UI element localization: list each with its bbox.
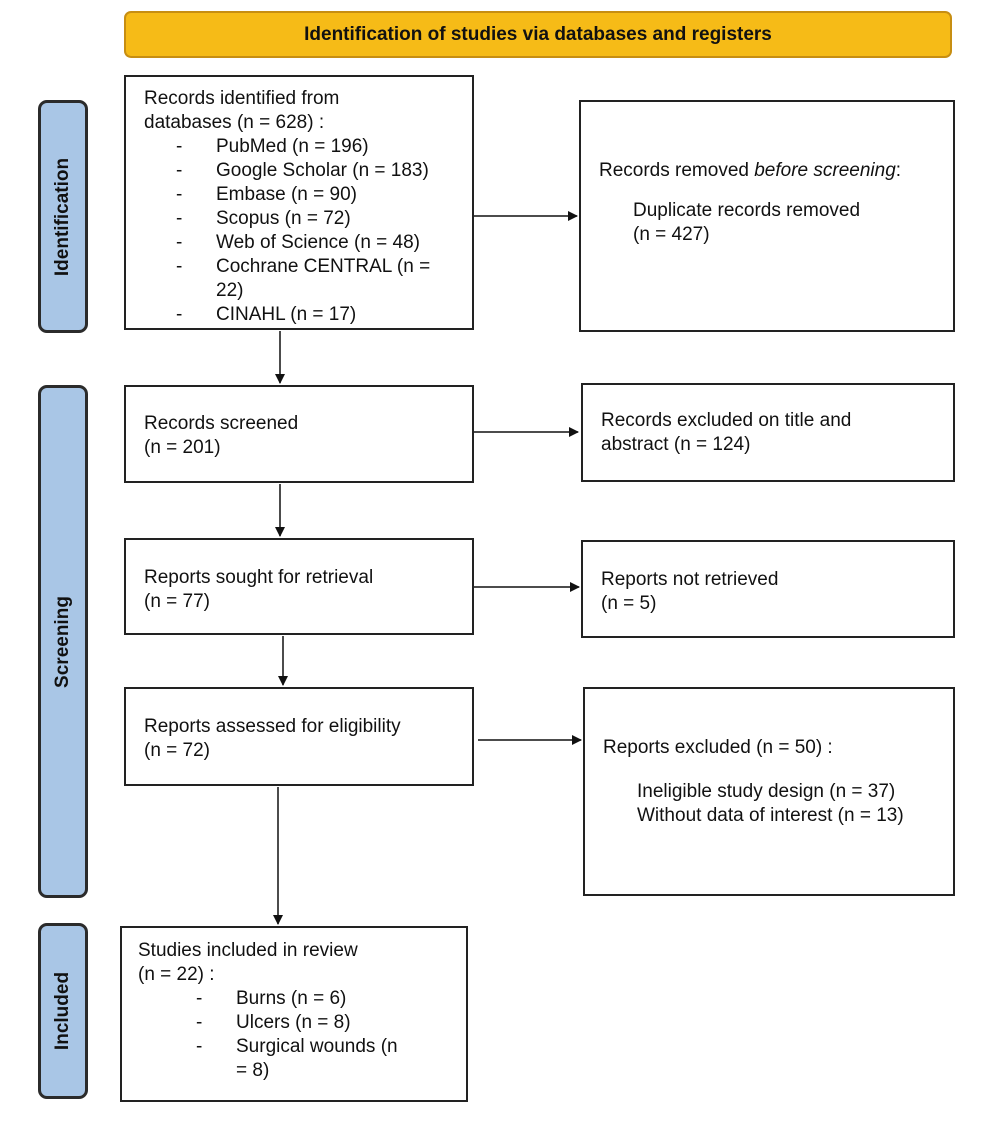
records-identified-line2: databases (n = 628) : — [144, 112, 325, 133]
reports-not-retrieved-line1: Reports not retrieved — [601, 569, 779, 590]
reports-sought-line1: Reports sought for retrieval — [144, 567, 374, 588]
records-removed-box: Records removed before screening: Duplic… — [579, 100, 955, 332]
records-excluded-line2: abstract (n = 124) — [601, 434, 751, 455]
exclusion-reasons: Ineligible study design (n = 37) Without… — [603, 780, 943, 828]
exclusion-reason: Without data of interest (n = 13) — [637, 805, 904, 826]
header-banner: Identification of studies via databases … — [124, 11, 952, 58]
database-item: -CINAHL (n = 17) — [176, 304, 357, 325]
reports-assessed-line2: (n = 72) — [144, 740, 211, 761]
wound-type-item: -Surgical wounds (n = 8) — [196, 1036, 398, 1081]
duplicates-removed: Duplicate records removed (n = 427) — [633, 200, 861, 245]
studies-included-box: Studies included in review (n = 22) : -B… — [120, 926, 468, 1102]
wound-type-list: -Burns (n = 6) -Ulcers (n = 8) -Surgical… — [138, 987, 456, 1083]
wound-type-item: -Ulcers (n = 8) — [196, 1012, 351, 1033]
database-item: -Web of Science (n = 48) — [176, 232, 421, 253]
records-identified-line1: Records identified from — [144, 88, 340, 109]
exclusion-reason: Ineligible study design (n = 37) — [637, 781, 896, 802]
header-title: Identification of studies via databases … — [304, 23, 772, 45]
reports-excluded-box: Reports excluded (n = 50) : Ineligible s… — [583, 687, 955, 896]
reports-not-retrieved-line2: (n = 5) — [601, 593, 657, 614]
reports-assessed-box: Reports assessed for eligibility (n = 72… — [124, 687, 474, 786]
wound-type-item: -Burns (n = 6) — [196, 988, 347, 1009]
reports-assessed-line1: Reports assessed for eligibility — [144, 716, 401, 737]
records-identified-box: Records identified from databases (n = 6… — [124, 75, 474, 330]
database-list: -PubMed (n = 196) -Google Scholar (n = 1… — [144, 135, 462, 327]
studies-included-line1: Studies included in review — [138, 940, 358, 961]
database-item: -Google Scholar (n = 183) — [176, 160, 429, 181]
records-excluded-line1: Records excluded on title and — [601, 410, 852, 431]
database-item: -Scopus (n = 72) — [176, 208, 351, 229]
stage-included: Included — [38, 923, 88, 1099]
records-screened-line1: Records screened — [144, 413, 299, 434]
database-item: -Cochrane CENTRAL (n = 22) — [176, 256, 431, 301]
database-item: -Embase (n = 90) — [176, 184, 357, 205]
reports-not-retrieved-box: Reports not retrieved (n = 5) — [581, 540, 955, 638]
records-screened-line2: (n = 201) — [144, 437, 221, 458]
studies-included-line2: (n = 22) : — [138, 964, 215, 985]
reports-sought-box: Reports sought for retrieval (n = 77) — [124, 538, 474, 635]
stage-identification: Identification — [38, 100, 88, 333]
stage-screening: Screening — [38, 385, 88, 898]
reports-sought-line2: (n = 77) — [144, 591, 211, 612]
reports-excluded-title: Reports excluded (n = 50) : — [603, 737, 833, 758]
records-removed-title: Records removed before screening: — [599, 160, 902, 181]
database-item: -PubMed (n = 196) — [176, 136, 369, 157]
records-screened-box: Records screened (n = 201) — [124, 385, 474, 483]
records-excluded-box: Records excluded on title and abstract (… — [581, 383, 955, 482]
